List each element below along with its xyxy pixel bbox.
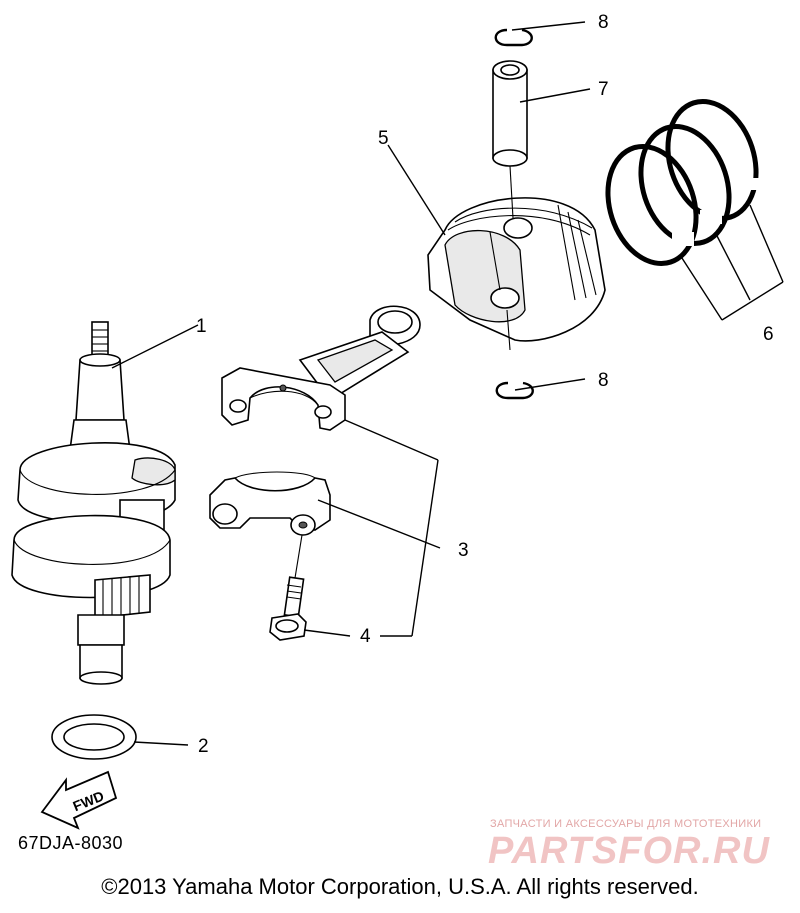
- piston: [427, 197, 606, 342]
- rod-bolt: [269, 534, 307, 641]
- callout-numbers: 1 2 3 4 5 6 7 8 8: [196, 12, 774, 757]
- callout-8-top: 8: [598, 12, 609, 33]
- piston-rings: [605, 98, 760, 267]
- callout-3: 3: [458, 540, 469, 561]
- callout-7: 7: [598, 79, 609, 100]
- callout-2: 2: [198, 736, 209, 757]
- crankshaft: [11, 321, 176, 685]
- drawing-code: 67DJA-8030: [18, 833, 124, 853]
- circlip-top: [494, 28, 533, 47]
- callout-6: 6: [763, 324, 774, 345]
- watermark-logo: PARTSFOR.RU: [488, 830, 770, 872]
- leader-lines: [111, 21, 784, 746]
- callout-4: 4: [360, 626, 371, 647]
- copyright-notice: ©2013 Yamaha Motor Corporation, U.S.A. A…: [101, 874, 699, 899]
- callout-8-bottom: 8: [598, 370, 609, 391]
- connecting-rod: [209, 305, 421, 536]
- crankshaft-washer: [51, 714, 137, 760]
- callout-5: 5: [378, 128, 389, 149]
- callout-1: 1: [196, 316, 207, 337]
- circlip-bottom: [495, 381, 534, 400]
- fwd-arrow-icon: FWD: [40, 770, 118, 830]
- watermark-tagline: ЗАПЧАСТИ И АКСЕССУАРЫ ДЛЯ МОТОТЕХНИКИ: [490, 818, 762, 830]
- piston-pin: [492, 60, 528, 351]
